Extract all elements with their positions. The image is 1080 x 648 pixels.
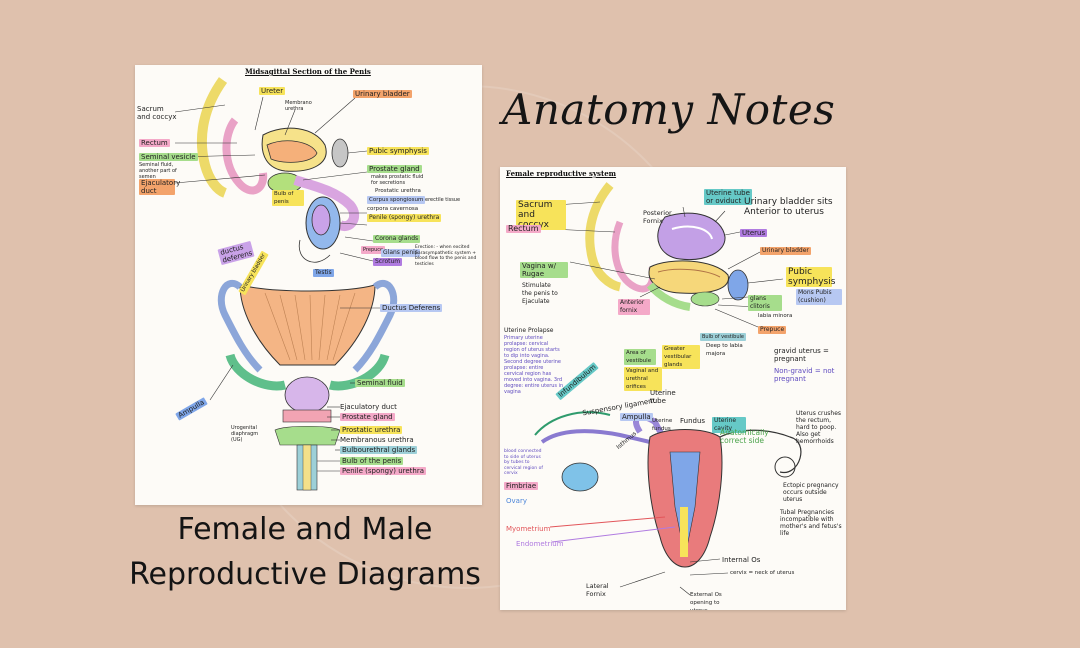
label-glans-clitoris: glans clitoris	[748, 295, 782, 311]
label-corpus-spongiosum: Corpus spongiosum	[367, 196, 426, 204]
label-penile-urethra: Penile (spongy) urethra	[367, 214, 442, 222]
label-f-uterus: Uterus	[740, 229, 768, 237]
label-vestibule: Area of vestibule	[624, 349, 656, 365]
label-membranous-urethra-2: Membranous urethra	[340, 436, 414, 444]
label-ampulla-f: Ampulla	[620, 413, 653, 421]
label-tubal: Tubal Pregnancies incompatible with moth…	[780, 509, 842, 537]
label-ectopic: Ectopic pregnancy occurs outside uterus	[783, 482, 839, 503]
label-myometrium: Myometrium	[506, 525, 551, 533]
label-prostatic-urethra: Prostatic urethra	[375, 188, 421, 194]
label-fimbriae: Fimbriae	[504, 482, 539, 490]
caption-line-1: Female and Male	[177, 512, 433, 547]
label-deep-labia: Deep to labia majora	[706, 343, 743, 357]
label-f-pubic-symphysis: Pubic symphysis	[786, 267, 836, 287]
label-lateral-fornix: Lateral Fornix	[586, 582, 609, 598]
label-prostate-2: Prostate gland	[340, 413, 395, 421]
female-diagram-page: Female reproductive system Sacrum and co…	[500, 167, 846, 610]
label-erectile: erectile tissue	[425, 197, 461, 203]
label-pubic-symphysis: Pubic symphysis	[367, 147, 429, 155]
label-ejaculatory-duct: Ejaculatory duct	[139, 179, 181, 195]
label-nongravid: Non-gravid = not pregnant	[774, 367, 835, 383]
label-uterine-cavity: Uterine cavity	[712, 417, 746, 433]
label-bulb: Bulb of penis	[272, 190, 304, 206]
label-ureter: Ureter	[259, 87, 286, 95]
label-labia-minora: labia minora	[758, 313, 793, 319]
label-anatomically: Anatomically correct side	[720, 428, 769, 445]
label-urogenital: Urogenital diaphragm (UG)	[231, 425, 259, 443]
label-penile-urethra-2: Penile (spongy) urethra	[340, 467, 427, 475]
label-seminal-note: Seminal fluid, another part of semen	[139, 162, 177, 180]
label-stimulate: Stimulate the penis to Ejaculate	[522, 282, 558, 305]
label-uterine-fundus: Uterine fundus	[652, 418, 673, 432]
male-anatomy-illustration	[174, 77, 398, 491]
label-prepuce: Prepuce	[361, 246, 386, 254]
female-page-title: Female reproductive system	[506, 169, 617, 178]
label-vaginal-orifice: Vaginal and urethral orifices	[624, 367, 662, 391]
headline-title: Anatomy Notes	[502, 85, 836, 134]
label-urinary-bladder: Urinary bladder	[353, 90, 412, 98]
label-uterus-note: Uterus crushes the rectum, hard to poop.…	[796, 410, 842, 445]
caption-line-2: Reproductive Diagrams	[129, 557, 481, 592]
label-internal-os: Internal Os	[722, 556, 761, 564]
label-gravid: gravid uterus = pregnant	[774, 347, 829, 363]
label-glans: Glans penis	[381, 249, 420, 257]
label-vestibular-glands: Greater vestibular glands	[662, 345, 700, 369]
label-uterine-tube: Uterine tube or oviduct	[704, 189, 752, 205]
label-ejaculatory-duct-2: Ejaculatory duct	[340, 403, 397, 411]
label-seminal-fluid: Seminal fluid	[355, 379, 405, 387]
label-bulb-vestibule: Bulb of vestibule	[700, 333, 746, 341]
label-anterior-fornix: Anterior fornix	[618, 299, 650, 315]
label-external-os: External Os opening to uterus	[690, 592, 722, 610]
label-vagina: Vagina w/ Rugae	[520, 262, 568, 278]
label-bulbourethral: Bulbourethral glands	[340, 446, 418, 454]
label-blood-note: blood connected to side of uterus by tub…	[504, 449, 543, 476]
label-ductus-deferens: Ductus Deferens	[380, 304, 443, 312]
label-prostate-note: makes prostatic fluid for secretions	[371, 174, 424, 186]
label-prolapse-note: Primary uterine prolapse: cervical regio…	[504, 335, 564, 395]
label-cervix: cervix = neck of uterus	[730, 570, 795, 576]
label-rectum: Rectum	[139, 139, 170, 147]
label-seminal-vesicle: Seminal vesicle	[139, 153, 198, 161]
label-testis: Testis	[313, 269, 334, 277]
label-mons-pubis: Mons Pubis (cushion)	[796, 289, 842, 305]
label-corona: Corona glands	[373, 235, 421, 243]
label-corpus-cavernosum: corpora cavernosa	[367, 206, 419, 212]
label-urinary-note: Urinary bladder sits Anterior to uterus	[744, 197, 833, 217]
label-endometrium: Endometrium	[516, 540, 564, 548]
label-membranous-urethra: Membrano urethra	[285, 100, 312, 112]
label-scrotum: Scrotum	[373, 258, 403, 266]
male-diagram-page: Midsagittal Section of the Penis Sacrum …	[135, 65, 482, 505]
male-page-title: Midsagittal Section of the Penis	[245, 67, 371, 76]
label-bulb-2: Bulb of the penis	[340, 457, 404, 465]
label-ovary: Ovary	[506, 497, 527, 505]
label-erection: Erection: - when excited parasympathetic…	[415, 245, 477, 267]
label-f-rectum: Rectum	[506, 224, 541, 233]
label-f-prepuce: Prepuce	[758, 326, 787, 334]
label-fundus: Fundus	[680, 417, 706, 425]
label-sacrum: Sacrum and coccyx	[137, 105, 177, 121]
label-posterior-fornix: Posterior Fornix	[643, 209, 672, 225]
label-uterine-tube-2: Uterine tube	[650, 389, 676, 405]
label-prostate: Prostate gland	[367, 165, 422, 173]
label-prostatic-urethra-2: Prostatic urethra	[340, 426, 403, 434]
label-f-urinary-bladder: Urinary bladder	[760, 247, 811, 255]
female-anatomy-illustration	[534, 182, 802, 596]
label-uterine-prolapse: Uterine Prolapse	[504, 327, 554, 334]
